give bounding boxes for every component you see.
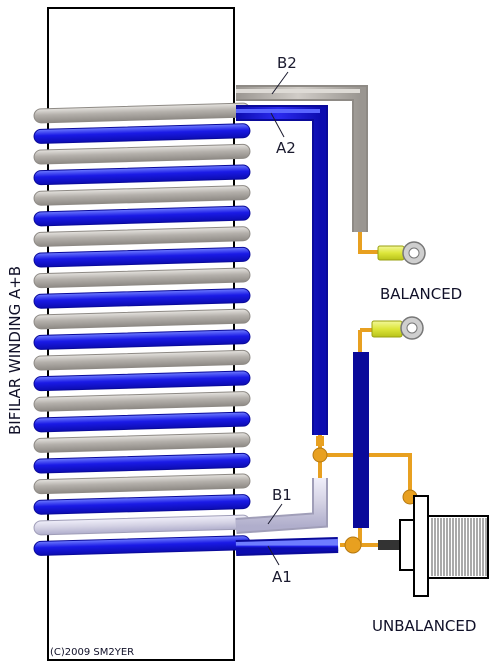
turn-winding-a xyxy=(33,494,251,515)
lead-b2 xyxy=(236,85,382,254)
label-unbalanced: UNBALANCED xyxy=(372,617,476,635)
turn-winding-a xyxy=(33,205,251,227)
lead-a1 xyxy=(235,537,339,556)
turn-winding-b xyxy=(33,143,251,165)
label-a1: A1 xyxy=(272,568,292,586)
turn-winding-b xyxy=(33,432,251,453)
turn-winding-a xyxy=(33,246,251,268)
label-b1: B1 xyxy=(272,486,292,504)
connector-thread xyxy=(431,518,487,576)
turn-winding-b xyxy=(33,102,251,124)
turn-winding-a xyxy=(33,411,251,433)
turn-winding-a xyxy=(33,452,251,474)
turn-winding-b xyxy=(33,391,251,412)
coax-connector xyxy=(378,495,489,597)
turn-winding-b xyxy=(33,267,251,289)
feed-wiring xyxy=(318,328,412,547)
label-a2: A2 xyxy=(276,139,296,157)
turn-winding-a xyxy=(33,288,251,309)
lead-a2 xyxy=(236,105,328,435)
lead-b1 xyxy=(235,478,328,534)
turn-winding-a xyxy=(33,370,251,392)
turn-winding-a xyxy=(33,535,251,556)
turn-winding-a xyxy=(33,514,251,536)
label-balanced: BALANCED xyxy=(380,285,462,303)
side-title: BIFILAR WINDING A+B xyxy=(6,266,24,435)
label-b2: B2 xyxy=(277,54,297,72)
turn-winding-a xyxy=(33,329,251,350)
winding-turns xyxy=(33,102,251,556)
turn-winding-b xyxy=(33,308,251,330)
turn-winding-a xyxy=(33,164,251,186)
turn-winding-b xyxy=(33,349,251,371)
turn-winding-b xyxy=(33,185,251,206)
turn-winding-b xyxy=(33,473,251,495)
copyright-text: (C)2009 SM2YER xyxy=(50,647,134,658)
balanced-lug-bottom xyxy=(371,316,424,340)
turn-winding-b xyxy=(33,226,251,247)
balanced-lug-top xyxy=(377,241,426,265)
turn-winding-a xyxy=(33,123,251,144)
